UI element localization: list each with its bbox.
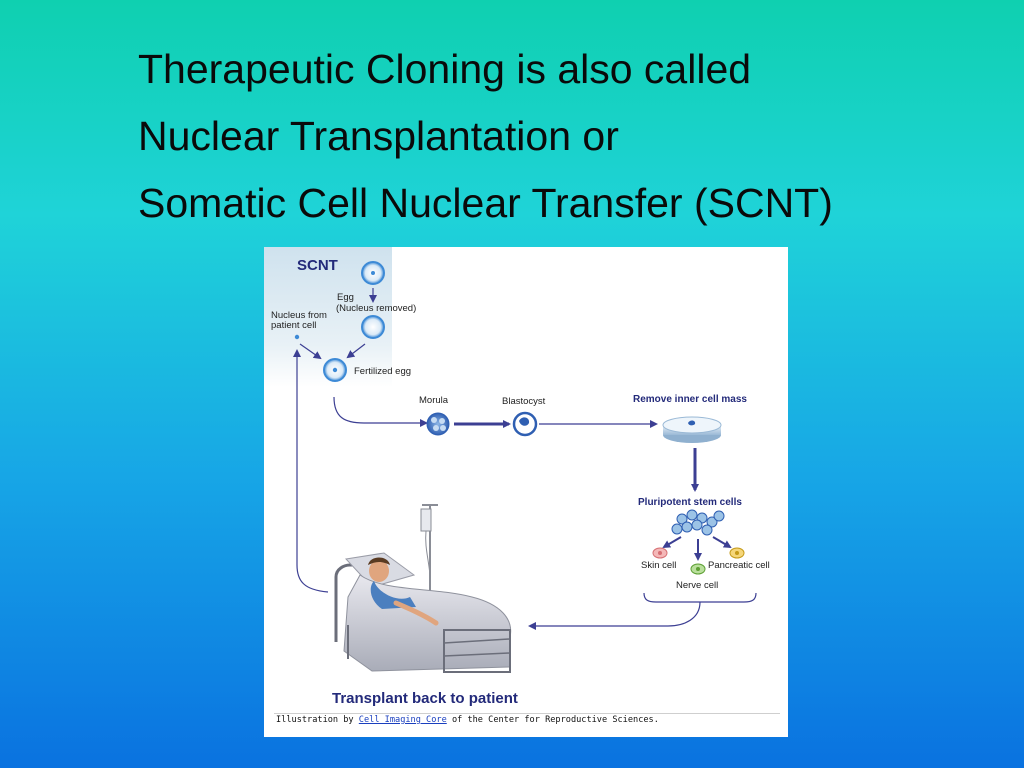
- arrow-back-to-nucleus: [293, 349, 329, 593]
- title-line-1: Therapeutic Cloning is also called: [138, 46, 752, 92]
- scnt-diagram: SCNT Egg (Nucleus removed) Nucleus from …: [264, 247, 788, 737]
- egg-cell: [361, 261, 385, 285]
- credit-prefix: Illustration by: [276, 715, 359, 725]
- diagram-graphics: [293, 261, 757, 673]
- blastocyst: [512, 411, 538, 437]
- skin-cell-label: Skin cell: [641, 560, 677, 571]
- slide-title: Therapeutic Cloning is also called Nucle…: [138, 36, 998, 237]
- nucleus-dot: [294, 334, 300, 340]
- patient-icon: [368, 557, 439, 626]
- credit-divider: [274, 713, 780, 714]
- title-line-2: Nuclear Transplantation or: [138, 113, 619, 159]
- pancreatic-cell-label: Pancreatic cell: [708, 560, 770, 571]
- morula: [426, 412, 450, 436]
- pluripotent-stem-cells-label: Pluripotent stem cells: [638, 497, 742, 508]
- arrow-nucleus: [299, 343, 322, 360]
- arrow-to-patient: [528, 601, 701, 630]
- arrow-to-pancreatic: [712, 536, 732, 549]
- scnt-title: SCNT: [297, 257, 338, 274]
- pancreatic-cell: [729, 547, 745, 559]
- morula-label: Morula: [419, 395, 449, 406]
- skin-cell: [652, 547, 668, 559]
- arrow-egg-merge: [346, 343, 366, 359]
- transplant-label: Transplant back to patient: [332, 690, 518, 707]
- credit-suffix: of the Center for Reproductive Sciences.: [446, 715, 659, 725]
- enucleated-egg: [361, 315, 385, 339]
- fertilized-egg: [323, 358, 347, 382]
- stem-cell-cluster: [671, 509, 725, 536]
- credit-line: Illustration by Cell Imaging Core of the…: [276, 715, 659, 725]
- remove-inner-cell-mass-label: Remove inner cell mass: [633, 394, 747, 405]
- nerve-cell-label: Nerve cell: [676, 580, 719, 591]
- cell-bracket: [643, 592, 757, 603]
- nerve-cell: [690, 563, 706, 575]
- hospital-bed-icon: [334, 552, 512, 673]
- title-line-3: Somatic Cell Nuclear Transfer (SCNT): [138, 180, 833, 226]
- egg-label: Egg: [337, 292, 354, 303]
- petri-dish: [662, 416, 722, 443]
- cell-imaging-core-link[interactable]: Cell Imaging Core: [358, 715, 447, 725]
- arrow-to-morula: [333, 396, 428, 427]
- egg-sub-label: (Nucleus removed): [336, 303, 417, 314]
- nucleus-label-line-2: patient cell: [271, 320, 317, 331]
- blastocyst-label: Blastocyst: [502, 396, 546, 407]
- iv-stand-icon: [420, 504, 438, 593]
- fertilized-egg-label: Fertilized egg: [354, 366, 412, 377]
- nucleus-label-line-1: Nucleus from: [271, 310, 327, 321]
- arrow-to-skin: [662, 536, 682, 549]
